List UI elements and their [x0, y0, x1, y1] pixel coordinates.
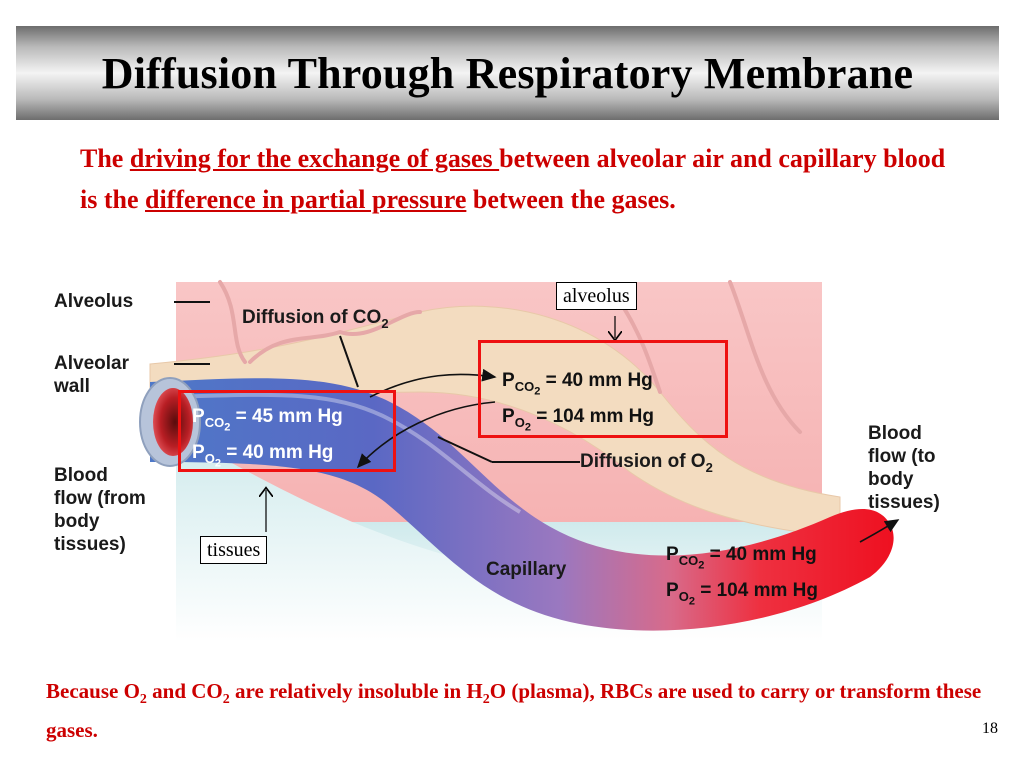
tissue-pco2-two: 2 — [224, 421, 231, 434]
exit-pco2-row: PCO2 = 40 mm Hg — [666, 542, 818, 578]
blood-out-line4: tissues) — [868, 492, 940, 513]
respiratory-membrane-diagram: Alveolus Alveolar wall Diffusion of CO2 … — [40, 272, 980, 652]
label-blood-flow-out: Blood flow (to body tissues) — [868, 422, 940, 514]
exit-pco2-value: = 40 mm Hg — [709, 544, 817, 565]
tissue-pco2-co: CO — [204, 414, 225, 430]
label-alveolar-wall-line2: wall — [54, 376, 90, 397]
tissue-pressures: PCO2 = 45 mm Hg PO2 = 40 mm Hg — [192, 404, 343, 477]
tissue-po2-two: 2 — [214, 457, 221, 470]
tissues-tag: tissues — [200, 536, 268, 564]
bottom-text-3: are relatively insoluble in H — [229, 679, 483, 703]
alveolar-pco2-two: 2 — [534, 385, 541, 398]
tissue-pco2-p: P — [192, 406, 205, 427]
diffusion-o2-text: Diffusion of O — [580, 451, 706, 472]
vessel-lumen — [153, 388, 193, 456]
o2-in-arrow — [356, 401, 496, 469]
page-number: 18 — [982, 720, 998, 737]
alveolar-pco2-value: = 40 mm Hg — [545, 370, 653, 391]
bottom-sub-1: 2 — [139, 692, 147, 708]
intro-underline-2: difference in partial pressure — [145, 185, 467, 214]
tissue-highlight-box — [178, 390, 396, 472]
co2-diffusion-leader — [339, 335, 359, 388]
diffusion-co2-text: Diffusion of CO — [242, 307, 382, 328]
tissue-pco2-value: = 45 mm Hg — [235, 406, 343, 427]
capillary-vessel — [150, 378, 894, 631]
tissue-pco2-row: PCO2 = 45 mm Hg — [192, 404, 343, 440]
blood-in-line2: flow (from — [54, 488, 146, 509]
alveolar-po2-o: O — [514, 415, 525, 431]
bottom-text-1: Because O — [46, 679, 140, 703]
tissue-po2-value: = 40 mm Hg — [226, 442, 334, 464]
blood-in-line1: Blood — [54, 465, 108, 486]
exit-pco2-two: 2 — [698, 559, 705, 572]
o2-diffusion-leader — [437, 436, 493, 463]
bottom-sub-2: 2 — [222, 692, 230, 708]
blood-out-line3: body — [868, 469, 914, 490]
exit-po2-two: 2 — [688, 595, 695, 608]
blood-out-line1: Blood — [868, 423, 922, 444]
exit-pressures: PCO2 = 40 mm Hg PO2 = 104 mm Hg — [666, 542, 818, 615]
label-alveolar-wall: Alveolar wall — [54, 352, 129, 398]
title-bar: Diffusion Through Respiratory Membrane — [16, 26, 999, 120]
bottom-text-4: O (plasma), RBCs are used to carry or tr… — [46, 679, 982, 743]
slide-title: Diffusion Through Respiratory Membrane — [101, 48, 914, 98]
exit-po2-p: P — [666, 580, 679, 602]
label-alveolus: Alveolus — [54, 291, 134, 312]
label-blood-flow-in: Blood flow (from body tissues) — [54, 464, 146, 556]
exit-po2-value: = 104 mm Hg — [700, 580, 818, 602]
exit-po2-row: PO2 = 104 mm Hg — [666, 578, 818, 614]
blood-in-line4: tissues) — [54, 534, 126, 555]
label-diffusion-co2: Diffusion of CO2 — [242, 306, 389, 335]
blood-out-line2: flow (to — [868, 446, 936, 467]
label-capillary: Capillary — [486, 559, 567, 580]
label-diffusion-o2: Diffusion of O2 — [580, 450, 713, 479]
intro-text-3: between the gases. — [466, 185, 676, 214]
alveolus-tag: alveolus — [556, 282, 637, 310]
diffusion-o2-subscript: 2 — [705, 459, 713, 475]
alveolar-highlight-box — [478, 340, 728, 438]
diffusion-co2-subscript: 2 — [381, 315, 389, 331]
bottom-sub-3: 2 — [482, 692, 490, 708]
exit-pco2-co: CO — [678, 552, 699, 568]
alveolar-pco2-co: CO — [514, 378, 535, 394]
membrane-cell-lines — [218, 280, 802, 434]
vessel-highlight — [169, 392, 522, 514]
intro-text-1: The — [80, 144, 130, 173]
intro-text-2: between alveolar air and capillary blood… — [80, 144, 946, 214]
bottom-note: Because O2 and CO2 are relatively insolu… — [46, 676, 986, 746]
tissue-po2-row: PO2 = 40 mm Hg — [192, 440, 343, 476]
alveolar-po2-row: PO2 = 104 mm Hg — [502, 404, 654, 440]
diagram-illustration — [139, 280, 900, 642]
tissue-po2-o: O — [204, 451, 215, 467]
outflow-arrow — [859, 519, 900, 543]
alveolar-pco2-row: PCO2 = 40 mm Hg — [502, 368, 654, 404]
intro-underline-1: driving for the exchange of gases — [129, 144, 500, 173]
alveolar-pco2-p: P — [502, 370, 515, 391]
alveolar-po2-p: P — [502, 406, 515, 428]
label-alveolar-wall-line1: Alveolar — [54, 353, 129, 374]
co2-out-arrow — [369, 368, 497, 398]
intro-paragraph: The driving for the exchange of gases be… — [80, 138, 960, 220]
bottom-text-2: and CO — [146, 679, 223, 703]
exit-pco2-p: P — [666, 544, 679, 565]
alveolar-po2-two: 2 — [524, 421, 531, 434]
alveolar-pressures: PCO2 = 40 mm Hg PO2 = 104 mm Hg — [502, 368, 654, 441]
tissue-po2-p: P — [192, 442, 205, 464]
exit-po2-o: O — [678, 589, 689, 605]
blood-in-line3: body — [54, 511, 100, 532]
alveolar-po2-value: = 104 mm Hg — [536, 406, 654, 428]
